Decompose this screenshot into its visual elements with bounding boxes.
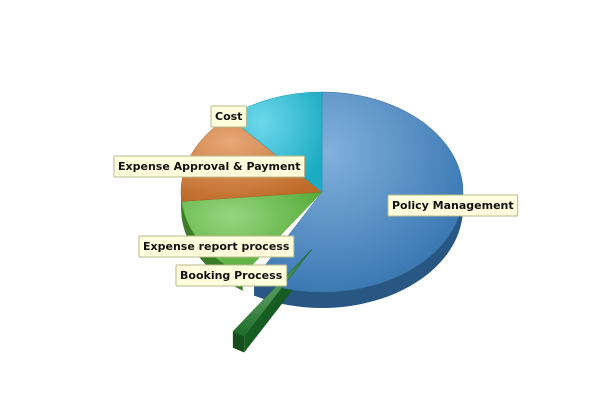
slice-label-box bbox=[113, 155, 306, 178]
slice-label-expense-report-process: Expense report process bbox=[138, 235, 295, 258]
slice-label-box bbox=[210, 105, 247, 128]
slice-label-text: Expense Approval & Payment bbox=[118, 160, 301, 173]
slice-label-box bbox=[175, 264, 288, 287]
slice-policy-management[interactable] bbox=[253, 91, 464, 293]
slice-label-text: Policy Management bbox=[392, 199, 514, 212]
slice-label-cost: Cost bbox=[210, 105, 247, 128]
slice-side-policy-management bbox=[254, 192, 463, 308]
slice-label-text: Booking Process bbox=[180, 269, 283, 282]
slice-label-booking-process: Booking Process bbox=[175, 264, 288, 287]
slice-label-expense-approval-and-payment: Expense Approval & Payment bbox=[113, 155, 306, 178]
slice-side-booking-process bbox=[232, 331, 245, 353]
slice-label-text: Expense report process bbox=[143, 240, 290, 253]
slice-label-text: Cost bbox=[215, 110, 242, 123]
slice-label-box bbox=[138, 235, 295, 258]
slice-label-policy-management: Policy Management bbox=[387, 194, 519, 217]
slice-booking-process[interactable] bbox=[232, 248, 313, 337]
slice-label-box bbox=[387, 194, 519, 217]
